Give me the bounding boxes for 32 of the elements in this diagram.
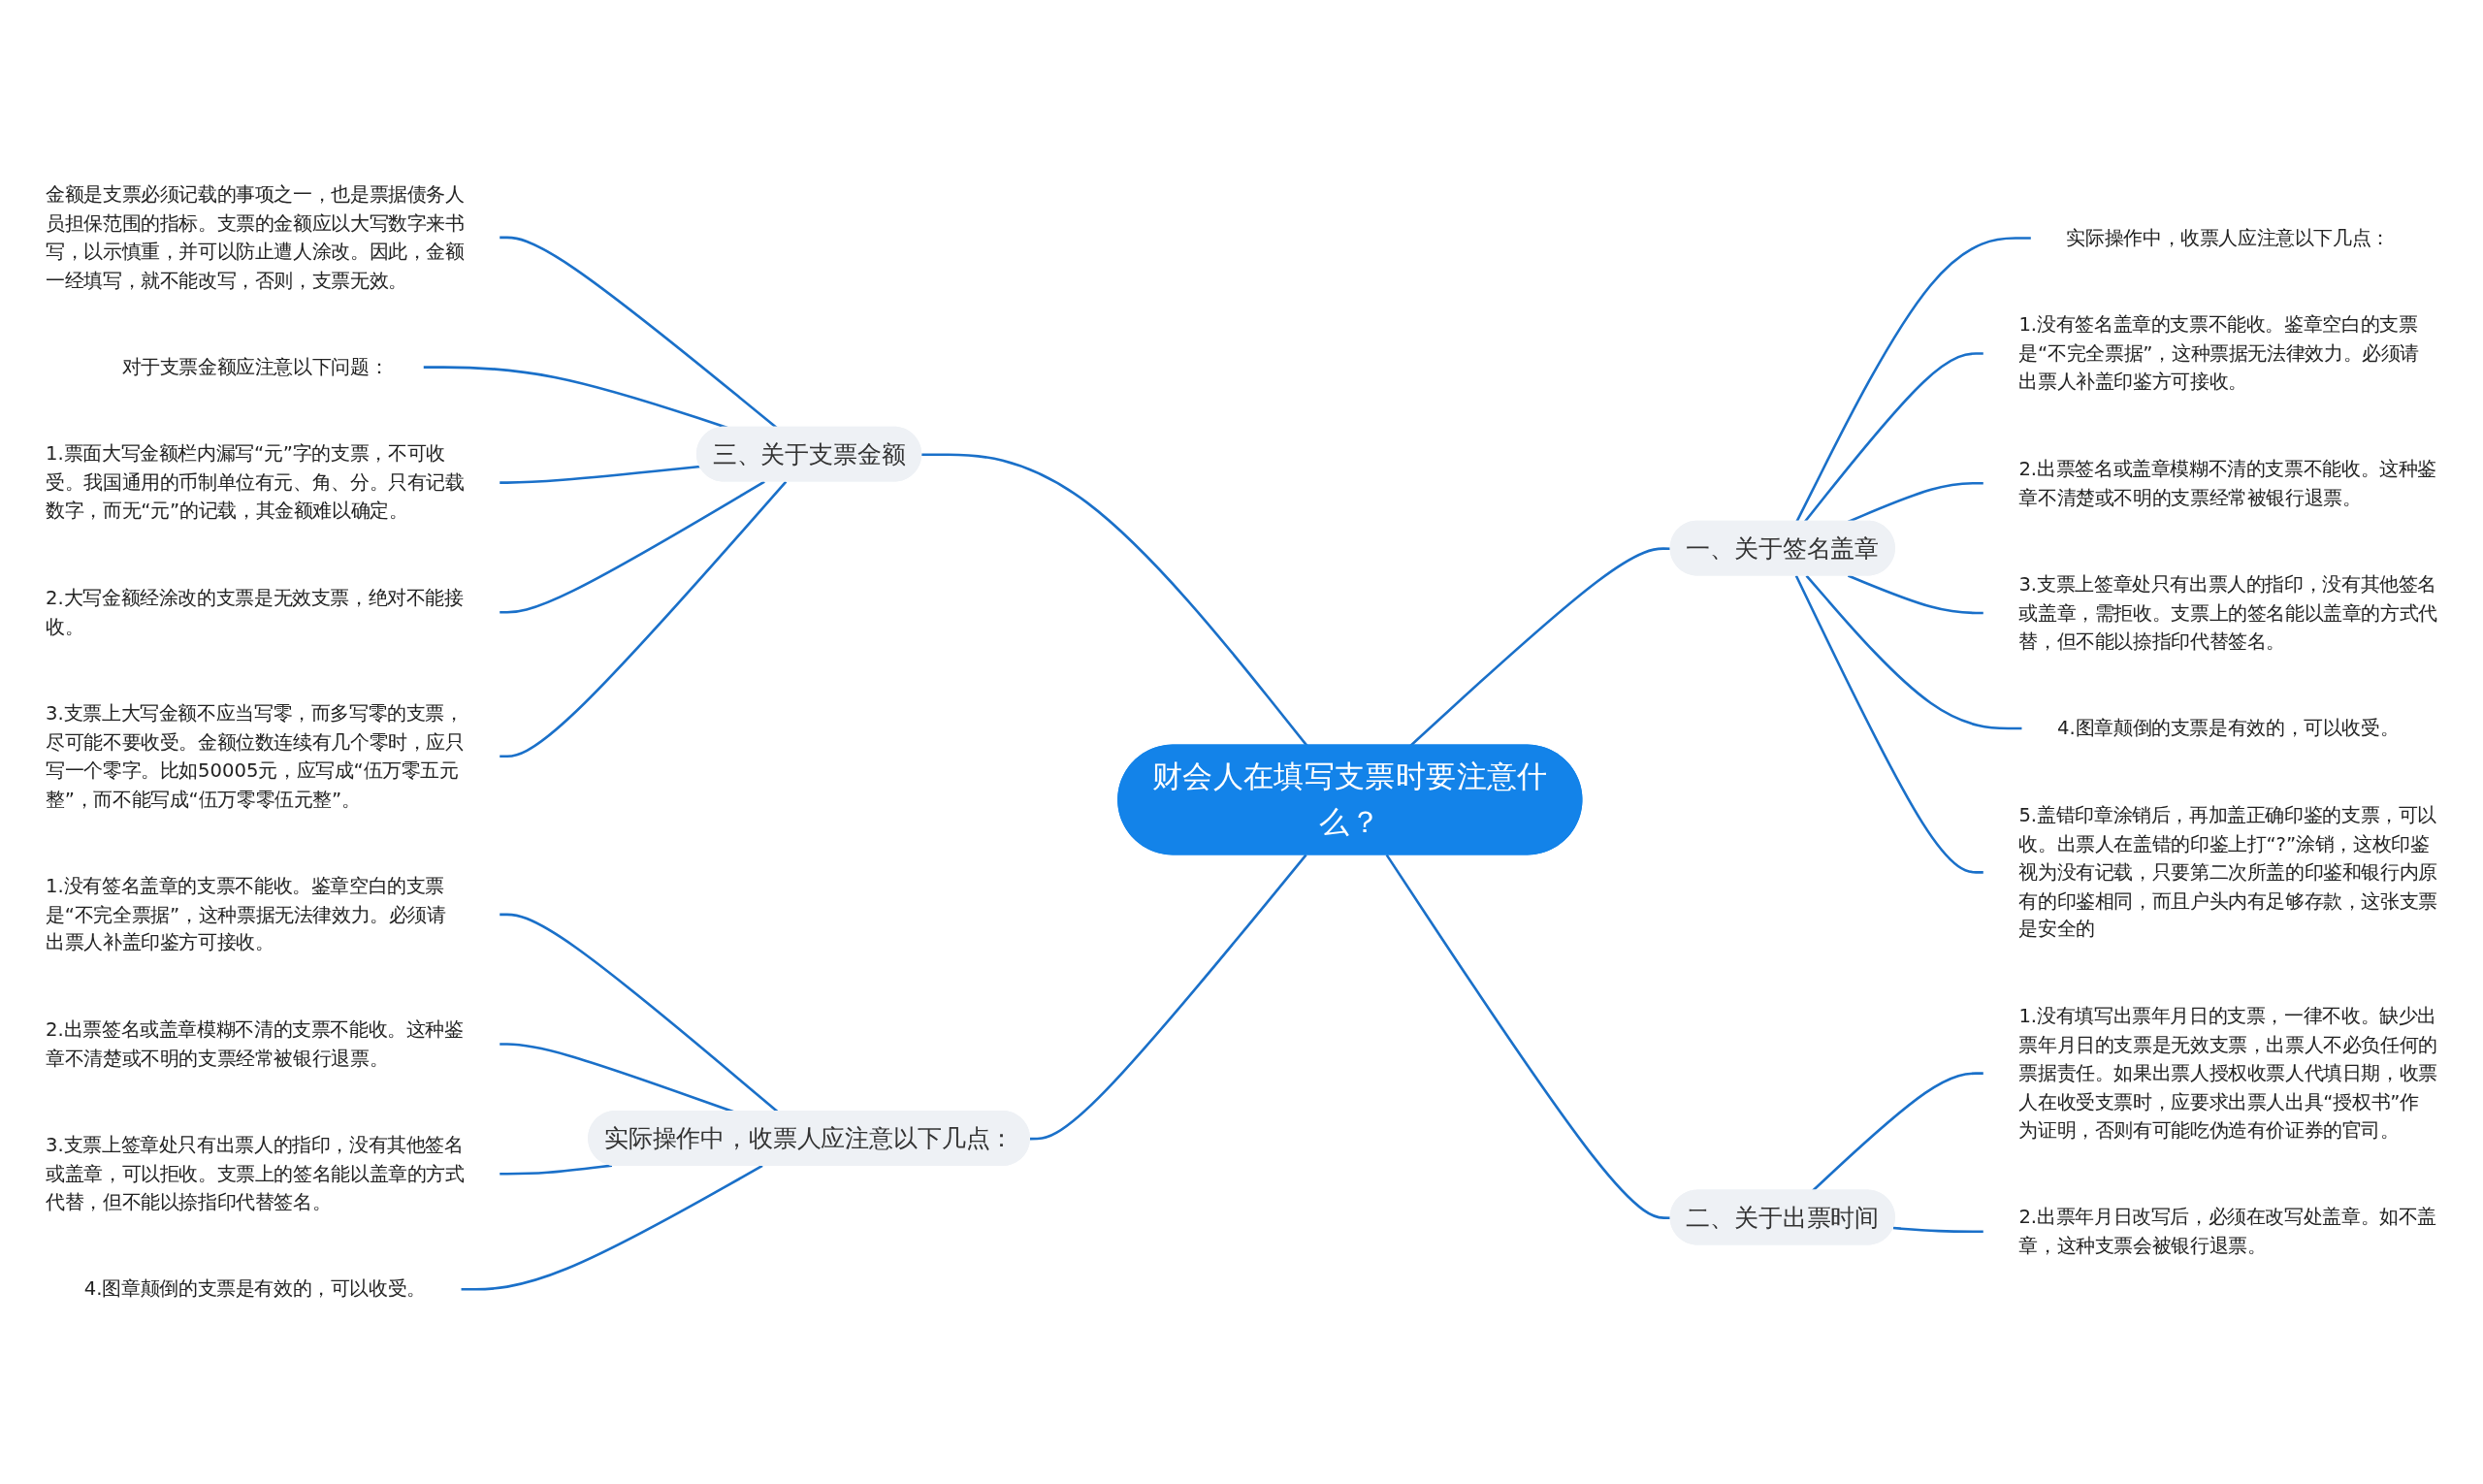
connector: [500, 480, 788, 758]
node-text: 2.出票签名或盖章模糊不清的支票不能收。这种鉴章不清楚或不明的支票经常被银行退票。: [46, 1017, 464, 1070]
connector: [500, 1164, 613, 1176]
connector: [921, 453, 1308, 747]
connector: [1409, 547, 1671, 747]
node-text: 3.支票上大写金额不应当写零，而多写零的支票，尽可能不要收受。金额位数连续有几个零时，应只写一个零字。比如50005元，应写成“伍万零五元整”，而不能写成“伍万零零伍元整”。: [46, 701, 465, 811]
node-text: 4.图章颠倒的支票是有效的，可以收受。: [2057, 716, 2400, 740]
node-text: 1.票面大写金额栏内漏写“元”字的支票，不可收受。我国通用的币制单位有元、角、分。只有记载数字，而无“元”的记载，其金额难以确定。: [46, 442, 465, 523]
connector: [1385, 854, 1671, 1219]
node-text: 实际操作中，收票人应注意以下几点：: [2066, 226, 2390, 249]
node-text: 1.没有签名盖章的支票不能收。鉴章空白的支票是“不完全票据”，这种票据无法律效力。必须请出票人补盖印鉴方可接收。: [2018, 313, 2420, 394]
node-text: 3.支票上签章处只有出票人的指印，没有其他签名或盖章，可以拒收。支票上的签名能以盖章的方式代替，但不能以捺指印代替签名。: [46, 1133, 465, 1214]
node-text: 2.大写金额经涂改的支票是无效支票，绝对不能接收。: [46, 586, 464, 638]
node-text: 1.没有签名盖章的支票不能收。鉴章空白的支票是“不完全票据”，这种票据无法律效力。必须请出票人补盖印鉴方可接收。: [46, 874, 446, 954]
node-text: 5.盖错印章涂销后，再加盖正确印鉴的支票，可以收。出票人在盖错的印鉴上打“?”涂销，这枚印鉴视为没有记载，只要第二次所盖的印鉴和银行内原有的印鉴相同，而且户头内有足够存款，这张支票是安全的: [2018, 803, 2437, 941]
connector: [461, 1164, 763, 1291]
connector: [1803, 352, 1983, 523]
connector: [1029, 854, 1307, 1141]
connector: [1805, 574, 2022, 730]
node-text: 2.出票签名或盖章模糊不清的支票不能收。这种鉴章不清楚或不明的支票经常被银行退票。: [2018, 457, 2437, 509]
connector: [500, 480, 765, 614]
node-text: 对于支票金额应注意以下问题：: [121, 355, 389, 379]
node-text: 1.没有填写出票年月日的支票，一律不收。缺少出票年月日的支票是无效支票，出票人不必负任何的票据责任。如果出票人授权收票人代填日期，收票人在收受支票时，应要求出票人出具“授权书”作为证明，否则有可能吃伪造有价证券的官司。: [2018, 1004, 2437, 1142]
node-text: 2.出票年月日改写后，必须在改写处盖章。如不盖章，这种支票会被银行退票。: [2018, 1205, 2437, 1257]
node-text: 4.图章颠倒的支票是有效的，可以收受。: [83, 1277, 426, 1301]
connector: [1847, 574, 1983, 615]
connector: [1811, 1072, 1983, 1192]
connector: [1892, 1226, 1983, 1234]
connector: [1795, 237, 2031, 523]
node-text: 3.支票上签章处只有出票人的指印，没有其他签名或盖章，需拒收。支票上的签名能以盖章的方式代替，但不能以捺指印代替签名。: [2018, 572, 2437, 653]
node-text: 金额是支票必须记载的事项之一，也是票据债务人员担保范围的指标。支票的金额应以大写数字来书写，以示慎重，并可以防止遭人涂改。因此，金额一经填写，就不能改写，否则，支票无效。: [46, 182, 465, 292]
connector: [1794, 574, 1983, 874]
